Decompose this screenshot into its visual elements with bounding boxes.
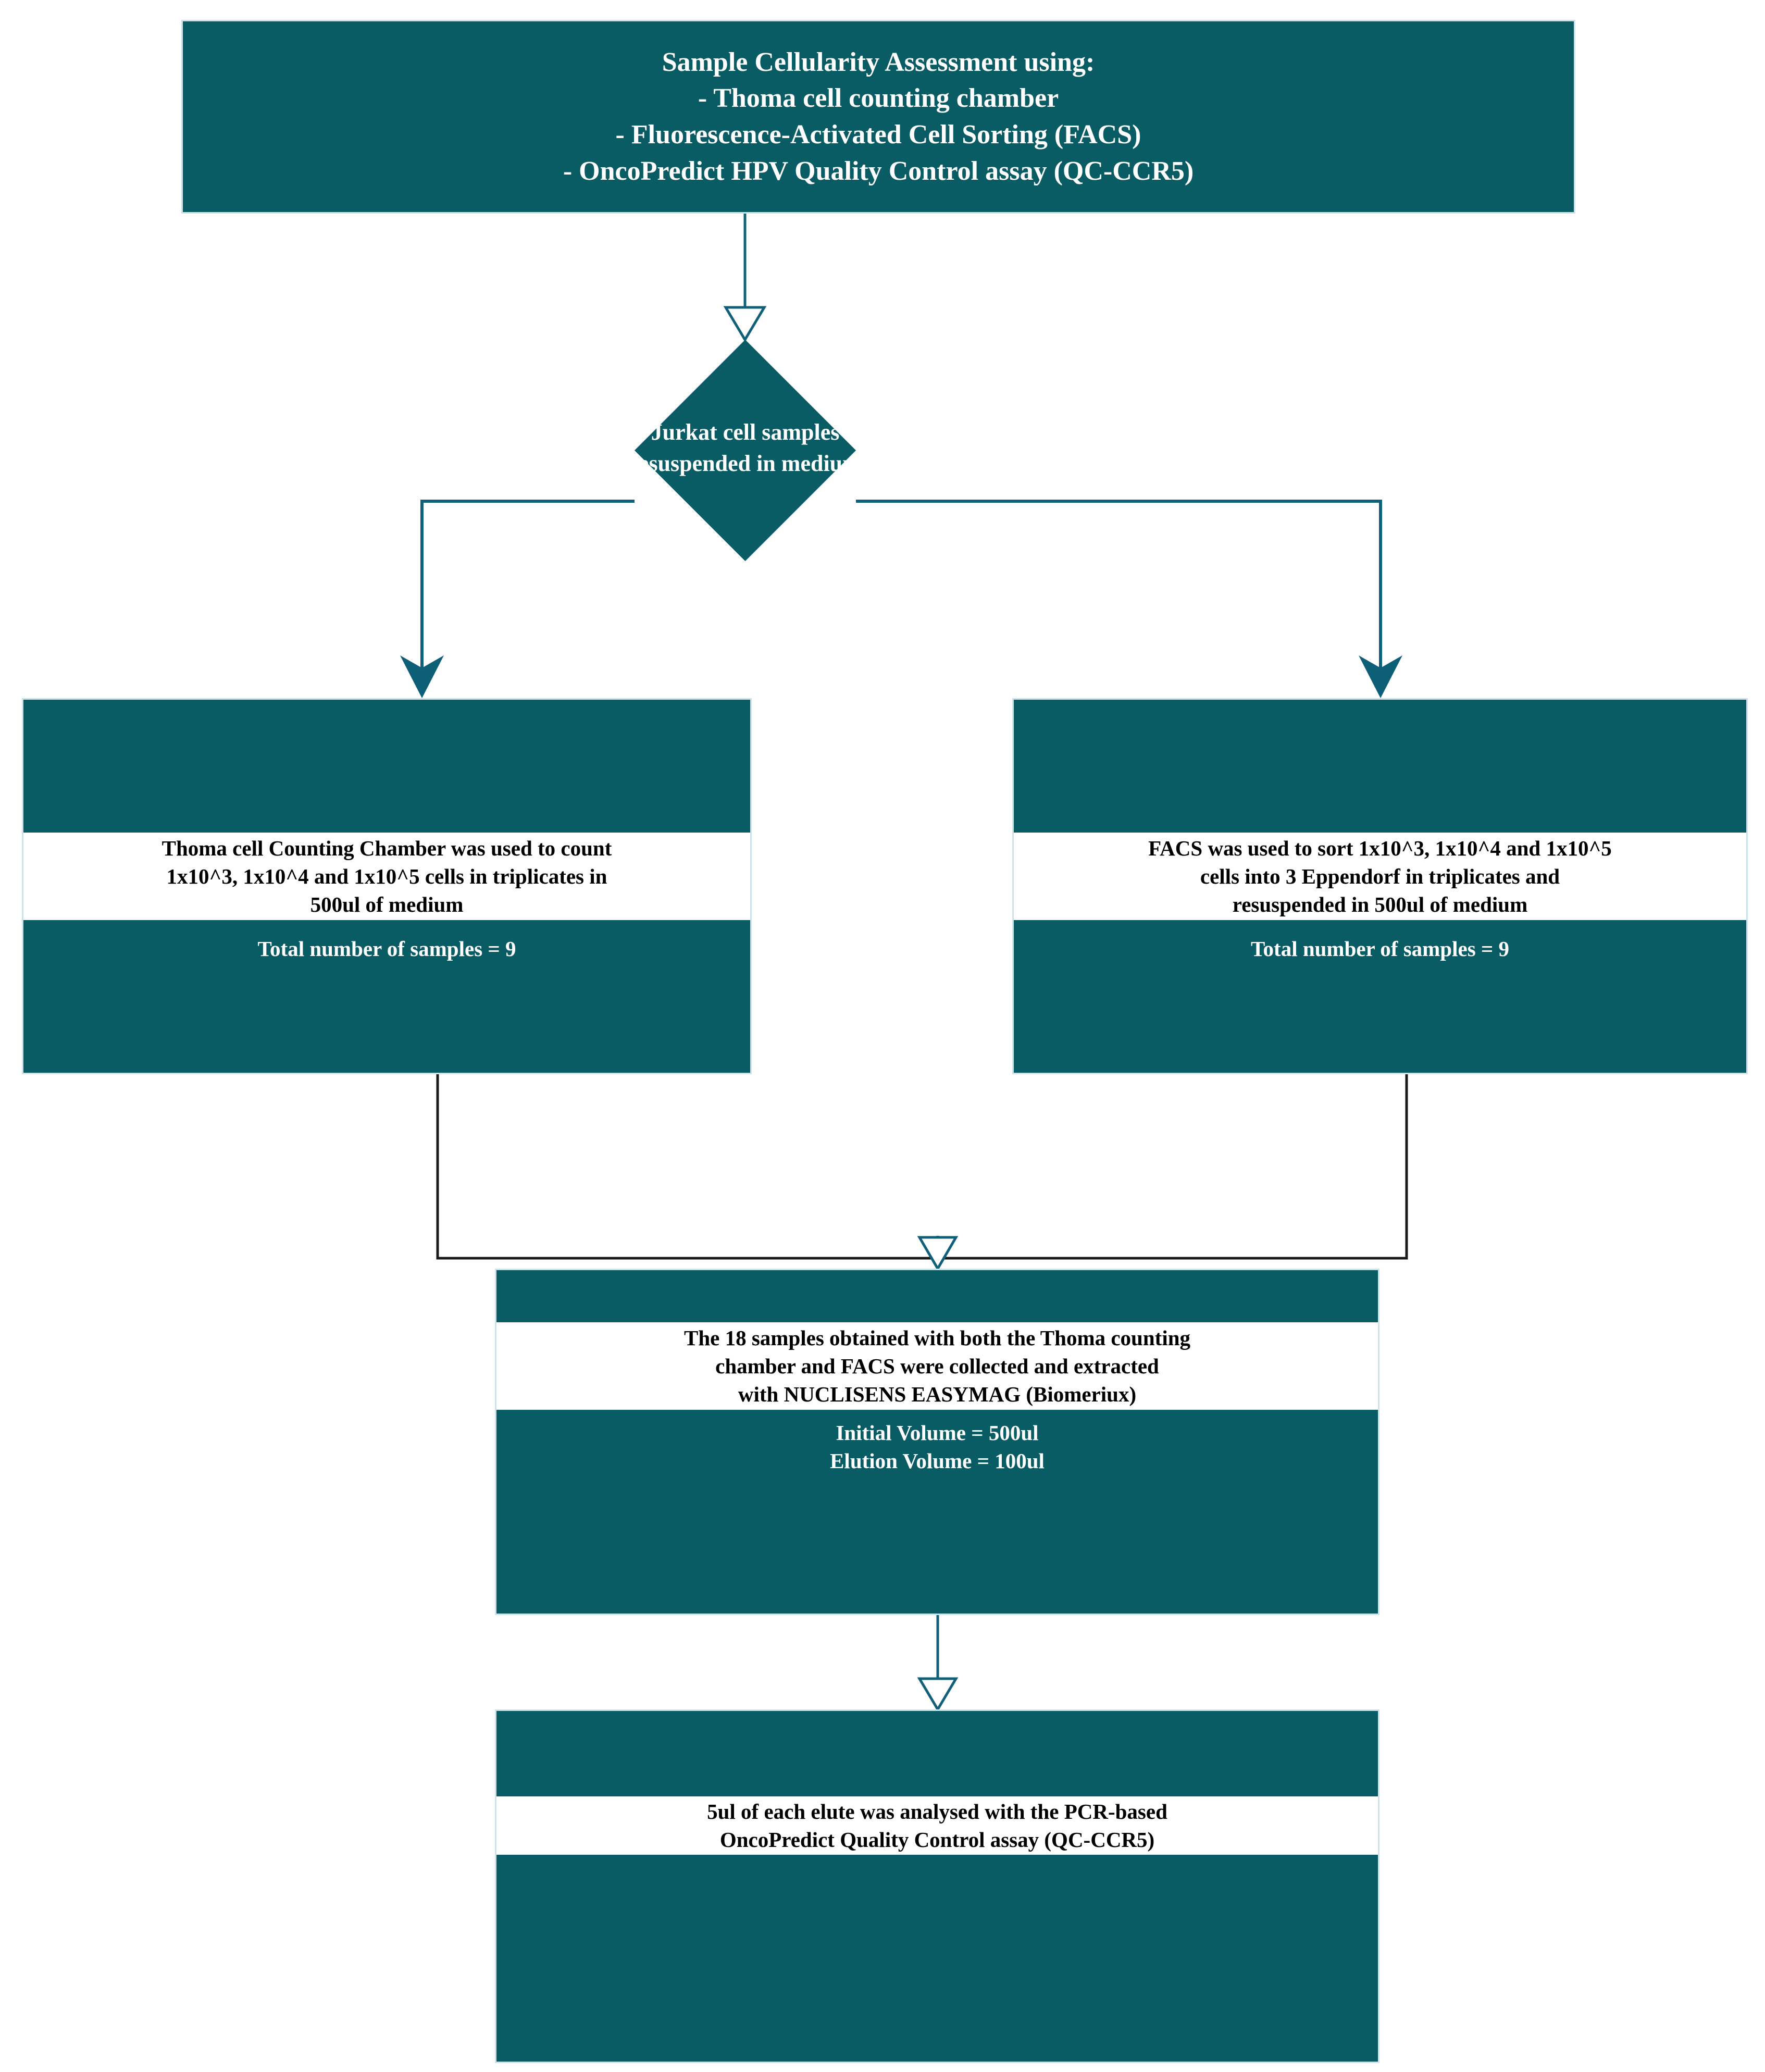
edge-decision-to-thoma bbox=[400, 500, 635, 698]
edge-branches-to-extraction bbox=[436, 1074, 1408, 1260]
extract-body: The 18 samples obtained with both the Th… bbox=[496, 1322, 1378, 1410]
facs-body-line-2: cells into 3 Eppendorf in triplicates an… bbox=[1200, 864, 1560, 888]
thoma-top-spacer bbox=[23, 700, 750, 833]
thoma-bottom-spacer bbox=[23, 977, 750, 1073]
extract-footer-line-2: Elution Volume = 100ul bbox=[830, 1449, 1045, 1473]
extract-body-line-3: with NUCLISENS EASYMAG (Biomeriux) bbox=[738, 1382, 1137, 1407]
thoma-body: Thoma cell Counting Chamber was used to … bbox=[23, 833, 750, 920]
title-line-2: - Thoma cell counting chamber bbox=[698, 83, 1059, 114]
facs-footer-line-1: Total number of samples = 9 bbox=[1250, 936, 1510, 961]
node-thoma-counting: Thoma cell Counting Chamber was used to … bbox=[22, 698, 752, 1074]
thoma-footer-line-1: Total number of samples = 9 bbox=[257, 936, 516, 961]
diamond-shape bbox=[635, 340, 856, 561]
decision-line-2: resuspended in medium bbox=[629, 450, 862, 476]
node-facs-sorting: FACS was used to sort 1x10^3, 1x10^4 and… bbox=[1012, 698, 1748, 1074]
pcr-body: 5ul of each elute was analysed with the … bbox=[496, 1796, 1378, 1855]
node-title: Sample Cellularity Assessment using: - T… bbox=[181, 20, 1575, 214]
extract-body-line-1: The 18 samples obtained with both the Th… bbox=[683, 1325, 1191, 1350]
thoma-footer: Total number of samples = 9 bbox=[23, 920, 750, 977]
thoma-body-line-1: Thoma cell Counting Chamber was used to … bbox=[161, 836, 612, 860]
edge-title-to-decision bbox=[723, 214, 767, 342]
edge-decision-to-facs bbox=[856, 500, 1402, 698]
pcr-body-line-1: 5ul of each elute was analysed with the … bbox=[707, 1799, 1167, 1823]
thoma-body-line-3: 500ul of medium bbox=[310, 892, 464, 917]
thoma-body-line-2: 1x10^3, 1x10^4 and 1x10^5 cells in tripl… bbox=[166, 864, 607, 888]
facs-body-line-3: resuspended in 500ul of medium bbox=[1232, 892, 1528, 917]
decision-label: Jurkat cell samples resuspended in mediu… bbox=[585, 417, 905, 479]
edge-extraction-to-pcr bbox=[917, 1615, 959, 1712]
node-decision: Jurkat cell samples resuspended in mediu… bbox=[629, 340, 862, 561]
pcr-top-spacer bbox=[496, 1711, 1378, 1796]
extract-footer: Initial Volume = 500ul Elution Volume = … bbox=[496, 1410, 1378, 1484]
facs-bottom-spacer bbox=[1014, 977, 1746, 1073]
title-line-1: Sample Cellularity Assessment using: bbox=[662, 47, 1095, 77]
title-line-3: - Fluorescence-Activated Cell Sorting (F… bbox=[615, 120, 1141, 150]
edge-merge-to-extraction-arrow bbox=[917, 1236, 959, 1271]
extract-body-line-2: chamber and FACS were collected and extr… bbox=[715, 1354, 1159, 1378]
title-line-4: - OncoPredict HPV Quality Control assay … bbox=[563, 156, 1194, 186]
node-pcr-analysis: 5ul of each elute was analysed with the … bbox=[495, 1709, 1379, 2063]
decision-line-1: Jurkat cell samples bbox=[651, 419, 840, 445]
extract-top-spacer bbox=[496, 1270, 1378, 1322]
extract-footer-line-1: Initial Volume = 500ul bbox=[836, 1420, 1039, 1445]
facs-body-line-1: FACS was used to sort 1x10^3, 1x10^4 and… bbox=[1148, 836, 1612, 860]
facs-footer: Total number of samples = 9 bbox=[1014, 920, 1746, 977]
extract-bottom-spacer bbox=[496, 1484, 1378, 1614]
facs-top-spacer bbox=[1014, 700, 1746, 833]
pcr-body-line-2: OncoPredict Quality Control assay (QC-CC… bbox=[719, 1828, 1155, 1852]
pcr-bottom-spacer bbox=[496, 1855, 1378, 2062]
facs-body: FACS was used to sort 1x10^3, 1x10^4 and… bbox=[1014, 833, 1746, 920]
node-extraction: The 18 samples obtained with both the Th… bbox=[495, 1269, 1379, 1615]
